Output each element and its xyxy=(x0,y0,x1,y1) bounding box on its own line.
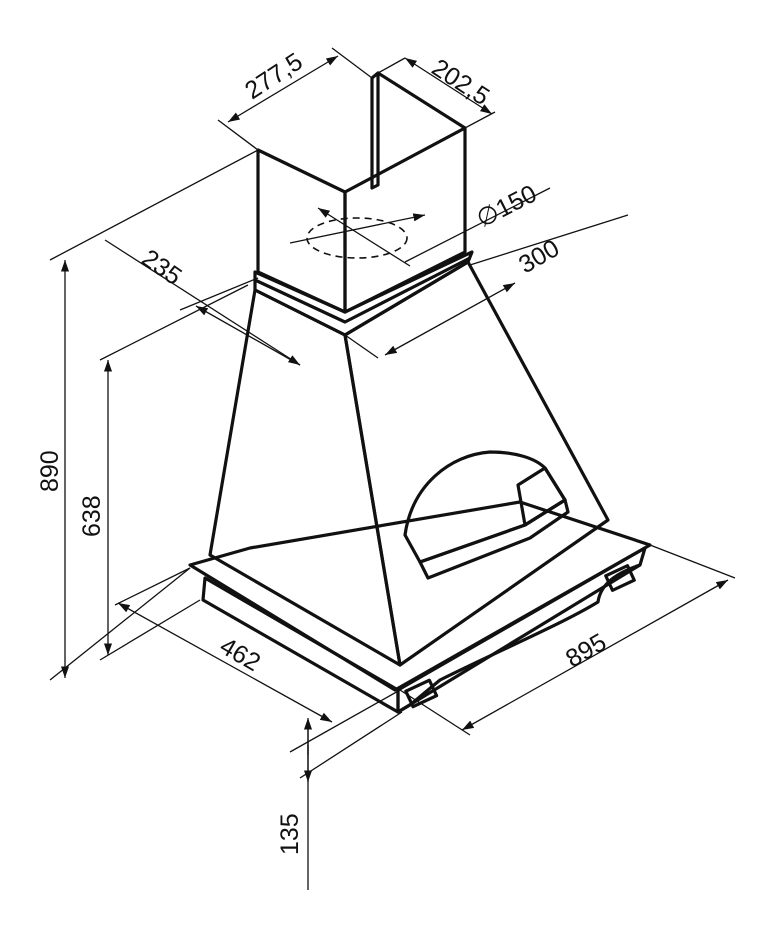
duct-outlet-circle xyxy=(306,217,408,259)
chimney xyxy=(256,71,467,314)
dim-base-depth: 462 xyxy=(215,632,265,677)
dim-collar-width: 300 xyxy=(514,234,564,279)
dim-total-height: 890 xyxy=(36,450,64,492)
light-switch-front xyxy=(404,678,439,709)
dim-duct-diameter: ∅150 xyxy=(472,180,541,234)
dim-base-height: 135 xyxy=(276,813,304,855)
dimension-lines xyxy=(49,47,736,890)
dim-chimney-width: 277,5 xyxy=(240,47,308,105)
dim-hood-height: 638 xyxy=(78,495,106,537)
dim-base-width: 895 xyxy=(561,628,611,673)
dimension-labels: 277,5 202,5 ∅150 300 235 890 638 462 895… xyxy=(36,47,611,855)
dim-chimney-depth: 202,5 xyxy=(427,54,495,112)
hood-base-canopy xyxy=(188,500,652,714)
dim-collar-depth: 235 xyxy=(137,244,187,291)
